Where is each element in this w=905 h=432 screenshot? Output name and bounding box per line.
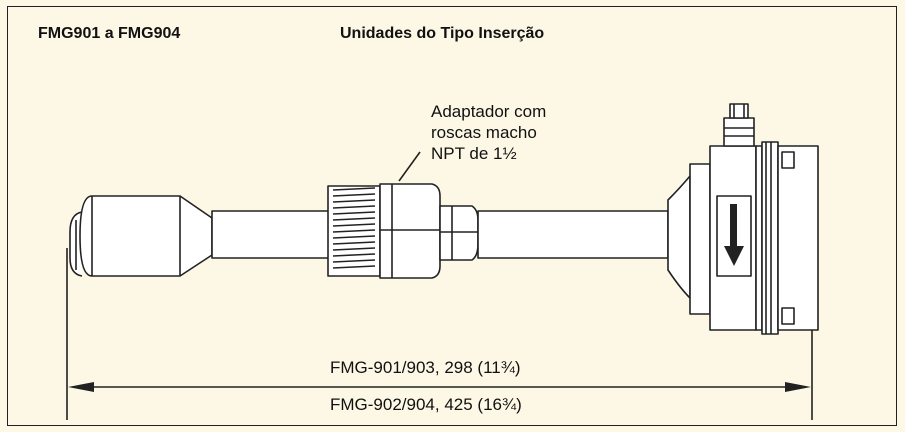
insertion-type-title: Unidades do Tipo Inserção — [340, 25, 545, 42]
probe-tip — [69, 195, 213, 277]
callout-line-3: NPT de 1½ — [431, 144, 517, 163]
flow-direction-arrow-icon — [724, 204, 744, 266]
callout-line-2: roscas macho — [431, 123, 537, 142]
electronics-enclosure — [667, 103, 819, 335]
callout-leader-line — [398, 151, 421, 182]
dimension-arrow-right — [785, 382, 811, 392]
dimension-label-902-904: FMG-902/904, 425 (16¾) — [330, 395, 522, 414]
npt-threaded-adapter — [327, 183, 479, 279]
dimension-label-901-903: FMG-901/903, 298 (11¾) — [330, 358, 521, 377]
model-range-label: FMG901 a FMG904 — [38, 25, 181, 42]
probe-stem-left — [211, 210, 331, 259]
diagram-border — [7, 6, 897, 426]
callout-line-1: Adaptador com — [431, 102, 547, 121]
dimension-arrow-left — [68, 382, 94, 392]
probe-stem-right — [477, 210, 669, 259]
